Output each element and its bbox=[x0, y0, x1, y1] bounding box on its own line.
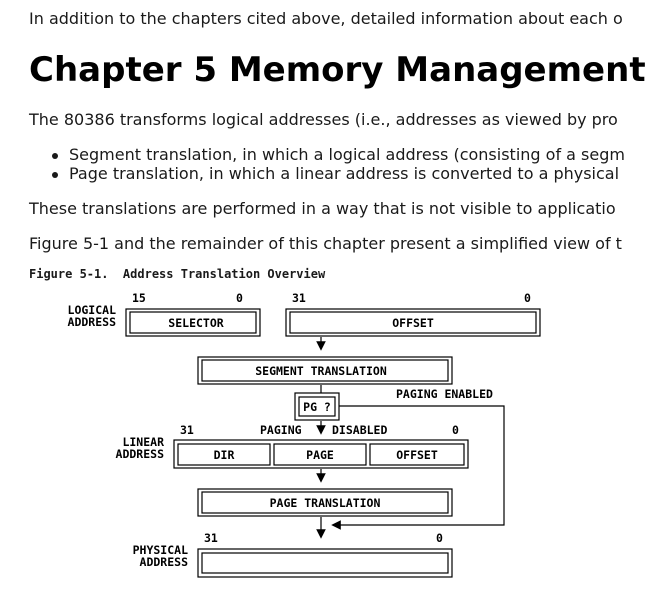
offset-label: OFFSET bbox=[392, 316, 434, 330]
offset-bit-low: 0 bbox=[524, 291, 531, 305]
offset-bit-high: 31 bbox=[292, 291, 306, 305]
intro-paragraph: In addition to the chapters cited above,… bbox=[29, 9, 623, 28]
physical-bit-low: 0 bbox=[436, 531, 443, 545]
physical-address-box bbox=[197, 548, 453, 578]
paragraph-figure-reference: Figure 5-1 and the remainder of this cha… bbox=[29, 234, 622, 253]
address-translation-diagram: LOGICAL ADDRESS LINEAR ADDRESS PHYSICAL … bbox=[68, 291, 541, 578]
translation-list: Segment translation, in which a logical … bbox=[50, 145, 625, 183]
segment-translation-label: SEGMENT TRANSLATION bbox=[255, 364, 387, 378]
page-translation-label: PAGE TRANSLATION bbox=[270, 496, 381, 510]
figure-caption: Figure 5-1. Address Translation Overview bbox=[29, 267, 326, 281]
paging-disabled-label-left: PAGING bbox=[260, 423, 302, 437]
selector-bit-low: 0 bbox=[236, 291, 243, 305]
linear-address-label-line1: LINEAR bbox=[122, 435, 164, 449]
paragraph-translation-intro: The 80386 transforms logical addresses (… bbox=[29, 110, 618, 129]
chapter-title: Chapter 5 Memory Management bbox=[29, 50, 646, 90]
selector-box: SELECTOR bbox=[125, 308, 261, 337]
physical-bit-high: 31 bbox=[204, 531, 218, 545]
selector-bit-high: 15 bbox=[132, 291, 146, 305]
paging-disabled-label-right: DISABLED bbox=[332, 423, 387, 437]
physical-address-label-line1: PHYSICAL bbox=[133, 543, 188, 557]
paging-enabled-label: PAGING ENABLED bbox=[396, 387, 493, 401]
segment-translation-box: SEGMENT TRANSLATION bbox=[197, 356, 453, 385]
linear-offset-label: OFFSET bbox=[396, 448, 438, 462]
pg-check-box: PG ? bbox=[294, 392, 340, 421]
selector-label: SELECTOR bbox=[168, 316, 223, 330]
linear-bit-high: 31 bbox=[180, 423, 194, 437]
linear-address-box: DIR PAGE OFFSET bbox=[173, 439, 469, 469]
page-label: PAGE bbox=[306, 448, 334, 462]
logical-address-label-line1: LOGICAL bbox=[68, 303, 117, 317]
page-translation-box: PAGE TRANSLATION bbox=[197, 488, 453, 517]
list-item-page-translation: Page translation, in which a linear addr… bbox=[50, 164, 625, 183]
linear-bit-low: 0 bbox=[452, 423, 459, 437]
dir-label: DIR bbox=[214, 448, 235, 462]
logical-address-label-line2: ADDRESS bbox=[68, 315, 117, 329]
list-item-segment-translation: Segment translation, in which a logical … bbox=[50, 145, 625, 164]
offset-box: OFFSET bbox=[285, 308, 541, 337]
paragraph-translations-invisible: These translations are performed in a wa… bbox=[29, 199, 616, 218]
paging-enabled-path bbox=[331, 405, 505, 530]
linear-address-label-line2: ADDRESS bbox=[116, 447, 165, 461]
pg-check-label: PG ? bbox=[303, 400, 331, 414]
physical-address-label-line2: ADDRESS bbox=[140, 555, 189, 569]
